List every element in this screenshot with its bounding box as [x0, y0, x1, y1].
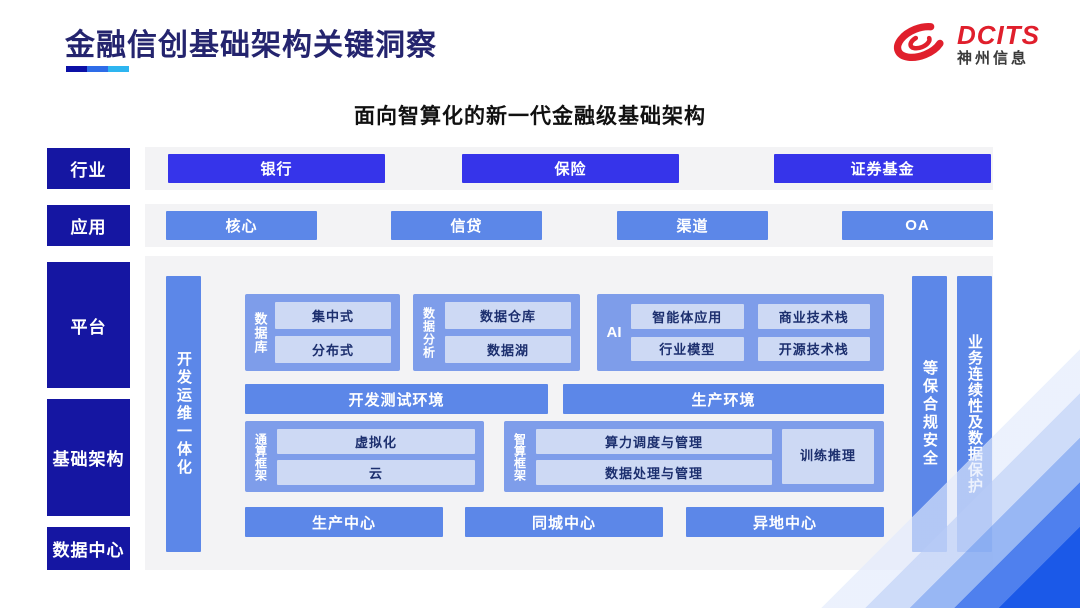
intelligent-compute-scheduling: 算力调度与管理 — [536, 428, 772, 454]
database-group: 数据库 集中式 分布式 — [245, 294, 400, 371]
continuity-bar: 业务连续性及数据保护 — [957, 276, 992, 552]
industry-item-securities: 证券基金 — [774, 154, 991, 183]
devops-bar: 开发运维一体化 — [166, 276, 201, 552]
database-item-centralized: 集中式 — [275, 302, 391, 329]
ai-item-industry-models: 行业模型 — [631, 336, 744, 361]
security-bar: 等保合规安全 — [912, 276, 947, 552]
database-group-label: 数据库 — [252, 311, 268, 354]
ai-item-agent-apps: 智能体应用 — [631, 304, 744, 329]
analytics-item-lake: 数据湖 — [445, 336, 571, 363]
security-bar-label: 等保合规安全 — [921, 360, 938, 468]
rail-label-infrastructure: 基础架构 — [47, 399, 130, 516]
rail-label-platform: 平台 — [47, 262, 130, 388]
ai-group: AI 智能体应用 商业技术栈 行业模型 开源技术栈 — [597, 294, 884, 371]
platform-panel: 开发运维一体化 数据库 集中式 分布式 数据分析 数据仓库 数据湖 AI — [145, 256, 993, 570]
application-row-panel: 核心 信贷 渠道 OA — [145, 204, 993, 247]
analytics-group-label: 数据分析 — [421, 306, 436, 359]
application-item-oa: OA — [842, 211, 993, 240]
industry-item-insurance: 保险 — [462, 154, 679, 183]
title-underline — [66, 66, 129, 72]
underline-segment-light — [108, 66, 129, 72]
industry-row-panel: 银行 保险 证券基金 — [145, 147, 993, 190]
center-same-city: 同城中心 — [465, 507, 663, 537]
intelligent-compute-label: 智算框架 — [512, 432, 527, 481]
intelligent-compute-group: 智算框架 算力调度与管理 数据处理与管理 训练推理 — [504, 421, 884, 492]
analytics-item-warehouse: 数据仓库 — [445, 302, 571, 329]
training-inference-box: 训练推理 — [782, 429, 874, 484]
center-remote: 异地中心 — [686, 507, 884, 537]
ai-item-commercial-stack: 商业技术栈 — [757, 304, 870, 329]
ai-item-open-source-stack: 开源技术栈 — [757, 336, 870, 361]
company-logo: DCITS 神州信息 — [891, 18, 1040, 71]
application-item-channel: 渠道 — [617, 211, 768, 240]
general-compute-virtualization: 虚拟化 — [277, 428, 475, 454]
database-item-distributed: 分布式 — [275, 336, 391, 363]
env-bar-production: 生产环境 — [563, 384, 884, 414]
continuity-bar-label: 业务连续性及数据保护 — [966, 334, 983, 494]
general-compute-cloud: 云 — [277, 459, 475, 485]
intelligent-compute-items: 算力调度与管理 数据处理与管理 — [536, 421, 782, 492]
intelligent-compute-data-mgmt: 数据处理与管理 — [536, 459, 772, 485]
env-bar-dev-test: 开发测试环境 — [245, 384, 548, 414]
underline-segment-dark — [66, 66, 87, 72]
industry-item-bank: 银行 — [168, 154, 385, 183]
analytics-group-items: 数据仓库 数据湖 — [445, 294, 580, 371]
database-group-items: 集中式 分布式 — [275, 294, 400, 371]
ai-group-label: AI — [606, 324, 622, 341]
logo-company-text: 神州信息 — [957, 50, 1030, 68]
rail-label-application: 应用 — [47, 205, 130, 246]
center-production: 生产中心 — [245, 507, 443, 537]
rail-label-datacenter: 数据中心 — [47, 527, 130, 570]
diagram-title: 面向智算化的新一代金融级基础架构 — [354, 105, 706, 128]
application-item-core: 核心 — [166, 211, 317, 240]
general-compute-items: 虚拟化 云 — [277, 421, 484, 492]
underline-segment-mid — [87, 66, 108, 72]
general-compute-label: 通算框架 — [253, 432, 268, 481]
logo-brand-text: DCITS — [957, 19, 1040, 50]
analytics-group: 数据分析 数据仓库 数据湖 — [413, 294, 580, 371]
page-title: 金融信创基础架构关键洞察 — [65, 29, 437, 62]
rail-label-industry: 行业 — [47, 148, 130, 189]
application-item-credit: 信贷 — [391, 211, 542, 240]
devops-bar-label: 开发运维一体化 — [175, 351, 192, 477]
general-compute-group: 通算框架 虚拟化 云 — [245, 421, 484, 492]
dcits-swirl-icon — [891, 18, 949, 71]
training-inference-wrap: 训练推理 — [782, 421, 884, 492]
ai-group-items: 智能体应用 商业技术栈 行业模型 开源技术栈 — [631, 294, 884, 371]
